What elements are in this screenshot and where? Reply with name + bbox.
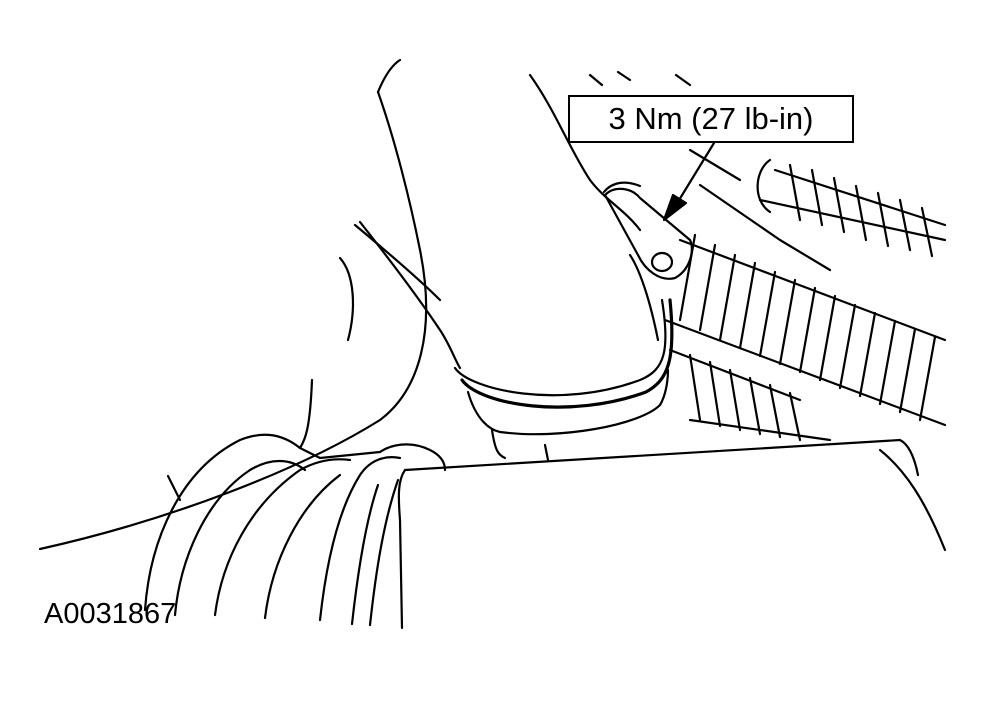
housing-outline (38, 58, 442, 551)
figure-id: A0031867 (44, 598, 177, 630)
rubber-boot (143, 378, 447, 627)
corrugated-hose-upper (756, 158, 947, 258)
hose-clamp (453, 253, 674, 460)
corrugated-hose-lower (668, 348, 832, 442)
torque-callout-label: 3 Nm (27 lb-in) (568, 95, 854, 143)
structure-lines (588, 70, 947, 552)
air-cleaner-box (397, 438, 920, 630)
intake-duct (358, 73, 642, 370)
clamp-screw (602, 181, 693, 280)
corrugated-hose-middle (663, 233, 947, 427)
callout-leader (662, 141, 716, 222)
